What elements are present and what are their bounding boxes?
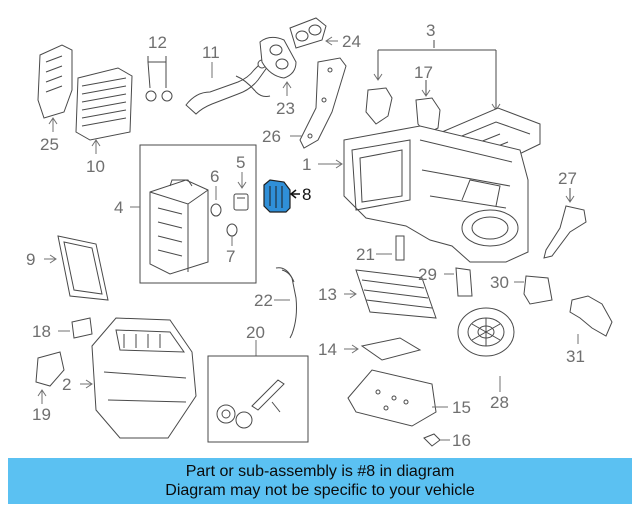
part-1-heater-housing bbox=[318, 125, 529, 263]
callout-14: 14 bbox=[318, 340, 337, 359]
callout-10: 10 bbox=[86, 157, 105, 176]
part-22-hose bbox=[274, 267, 297, 339]
callout-31: 31 bbox=[566, 347, 585, 366]
banner-line-part-number: Part or sub-assembly is #8 in diagram bbox=[185, 463, 455, 480]
callout-17: 17 bbox=[414, 63, 433, 82]
callout-5: 5 bbox=[236, 153, 245, 172]
parts-diagram: 1 2 3 4 5 6 7 8 9 10 11 12 13 14 15 16 1… bbox=[26, 17, 613, 450]
callout-24: 24 bbox=[342, 32, 361, 51]
part-7-oring bbox=[226, 223, 238, 246]
callout-26: 26 bbox=[262, 127, 281, 146]
part-29-connector bbox=[444, 267, 473, 297]
part-13-filter-box bbox=[344, 269, 437, 319]
callout-27: 27 bbox=[558, 169, 577, 188]
caption-banner: Part or sub-assembly is #8 in diagram Di… bbox=[8, 458, 632, 504]
part-27-rod bbox=[543, 188, 587, 259]
part-20-gasket-set bbox=[207, 340, 309, 443]
part-8-highlighted bbox=[263, 179, 300, 213]
callout-8: 8 bbox=[302, 185, 311, 204]
callout-25: 25 bbox=[40, 135, 59, 154]
part-19-actuator bbox=[35, 351, 65, 404]
callout-23: 23 bbox=[276, 99, 295, 118]
part-30-actuator bbox=[514, 275, 553, 305]
part-21-fastener bbox=[376, 235, 405, 261]
callout-29: 29 bbox=[418, 265, 437, 284]
callout-15: 15 bbox=[452, 398, 471, 417]
part-24-seals bbox=[259, 17, 338, 79]
callout-30: 30 bbox=[490, 273, 509, 292]
part-16-screw bbox=[423, 433, 450, 447]
part-12-orings bbox=[145, 56, 173, 102]
part-23-pointer bbox=[282, 81, 292, 96]
callout-28: 28 bbox=[490, 393, 509, 412]
part-26-bracket bbox=[290, 57, 347, 149]
part-5-sensor bbox=[233, 172, 249, 211]
part-9-filter bbox=[44, 235, 109, 301]
part-6-oring bbox=[210, 186, 222, 217]
callout-20: 20 bbox=[246, 323, 265, 342]
part-17-actuator bbox=[415, 80, 441, 135]
actuator-left bbox=[365, 87, 393, 125]
callout-18: 18 bbox=[32, 322, 51, 341]
callout-13: 13 bbox=[318, 285, 337, 304]
callout-19: 19 bbox=[32, 405, 51, 424]
callout-4: 4 bbox=[114, 198, 123, 217]
part-14-strip bbox=[344, 337, 422, 361]
callout-21: 21 bbox=[356, 245, 375, 264]
callout-6: 6 bbox=[210, 167, 219, 186]
callout-12: 12 bbox=[148, 33, 167, 52]
part-10-evaporator bbox=[75, 67, 133, 154]
callout-11: 11 bbox=[202, 43, 220, 62]
callout-16: 16 bbox=[452, 431, 471, 450]
part-15-tray bbox=[347, 369, 448, 427]
part-18-bracket bbox=[58, 317, 93, 339]
part-2-lower-housing bbox=[80, 317, 197, 439]
part-4-heater-core-group bbox=[130, 144, 257, 284]
banner-line-disclaimer: Diagram may not be specific to your vehi… bbox=[165, 482, 475, 499]
callout-2: 2 bbox=[62, 375, 71, 394]
part-28-blower-motor bbox=[457, 307, 515, 392]
callout-9: 9 bbox=[26, 250, 35, 269]
callout-22: 22 bbox=[254, 291, 273, 310]
part-31-duct bbox=[569, 295, 613, 344]
part-11-pipe bbox=[185, 59, 271, 115]
callout-1: 1 bbox=[302, 155, 311, 174]
part-25-bracket bbox=[37, 44, 73, 132]
callout-3: 3 bbox=[426, 21, 435, 40]
callout-7: 7 bbox=[226, 247, 235, 266]
